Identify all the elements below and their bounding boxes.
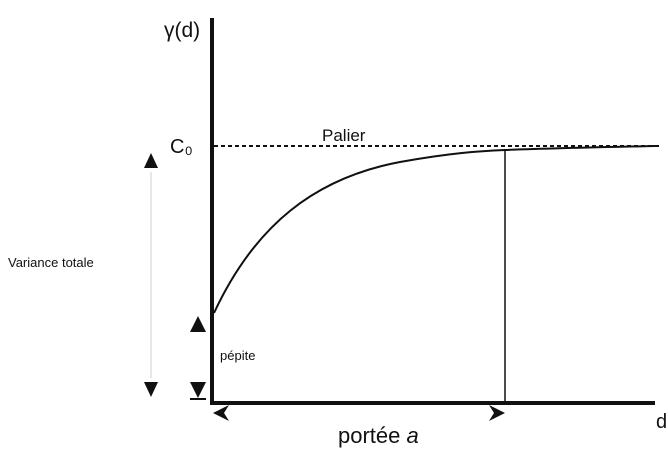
total-variance-label: Variance totale [8,255,94,270]
variogram-curve [213,145,656,314]
y-axis-label: γ(d) [164,19,200,42]
range-label-text: portée [338,423,407,448]
sill-symbol: C₀ [170,136,193,158]
nugget-down-arrow [190,382,206,398]
nugget-label: pépite [220,348,255,363]
nugget-up-arrow [190,316,206,332]
total-variance-up-arrow [144,153,158,168]
range-label: portée a [338,423,419,448]
range-left-arrow [213,405,229,421]
x-axis-label: d [656,411,667,433]
range-right-arrow [489,405,505,421]
total-variance-down-arrow [144,382,158,397]
range-label-symbol: a [407,423,419,448]
sill-label: Palier [322,126,366,145]
